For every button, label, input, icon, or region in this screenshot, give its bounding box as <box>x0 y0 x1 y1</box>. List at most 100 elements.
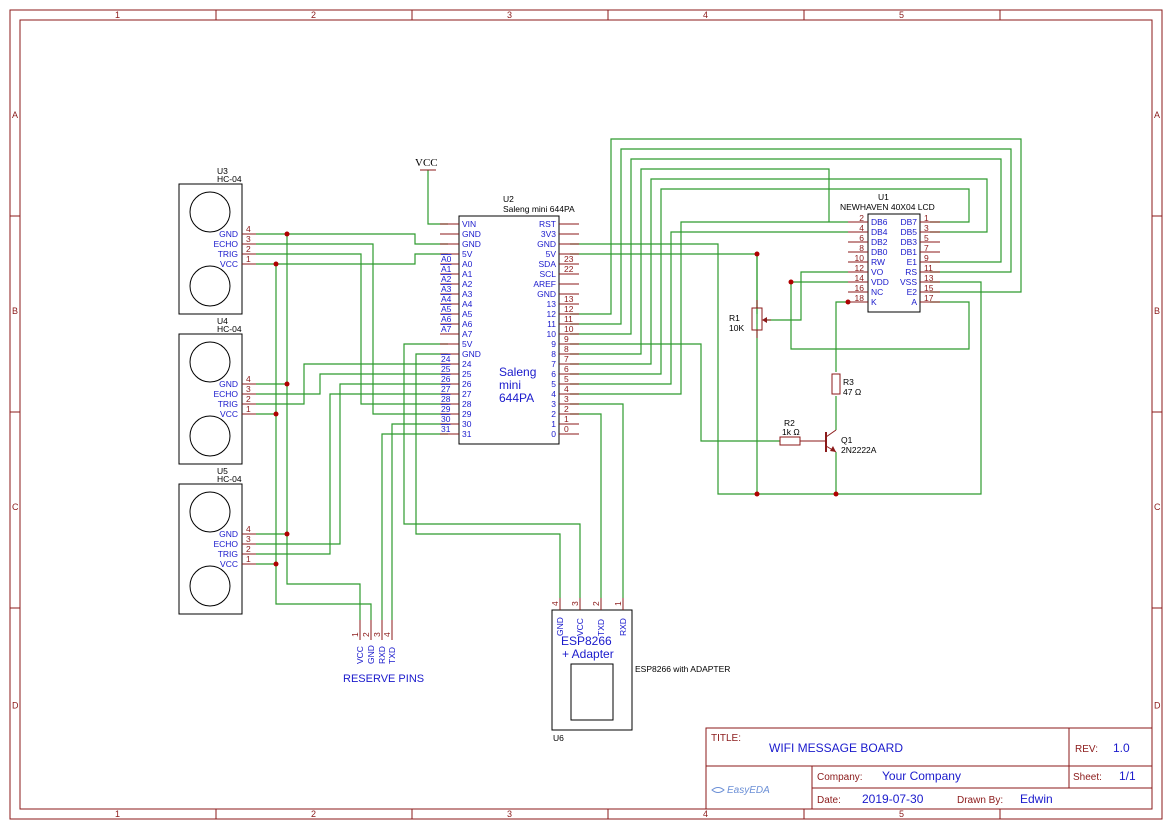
mcu-right-pin-number: 4 <box>564 384 569 394</box>
lcd-left-pin-number: 12 <box>855 263 865 273</box>
mcu-left-pin-name: A3 <box>462 289 473 299</box>
drawn-by-label: Drawn By: <box>957 795 1003 806</box>
sensor-pin-number: 1 <box>246 554 251 564</box>
frame-column-bottom-4: 4 <box>703 809 708 819</box>
lcd-right-pin-number: 5 <box>924 233 929 243</box>
lcd-left-pin-number: 4 <box>859 223 864 233</box>
mcu-right-pin-name: 3 <box>551 399 556 409</box>
lcd-left-pin-name: DB0 <box>871 247 888 257</box>
mcu-left-pin-name: A4 <box>462 299 473 309</box>
mcu-left-pin-number: A5 <box>441 304 452 314</box>
mcu-left-pin-name: A0 <box>462 259 473 269</box>
mcu-right-pin-name: 11 <box>547 319 556 329</box>
r2-ref: R2 <box>784 418 795 428</box>
mcu-right-pin-name: RST <box>539 219 556 229</box>
mcu-right-pin-number: 0 <box>564 424 569 434</box>
mcu-left-pin-number: A1 <box>441 264 452 274</box>
esp-pin-number: 3 <box>570 601 580 606</box>
date-label: Date: <box>817 795 841 806</box>
mcu-right-pin-name: GND <box>537 289 556 299</box>
mcu-right-pin-name: 4 <box>551 389 556 399</box>
mcu-right-pin-name: 3V3 <box>541 229 556 239</box>
mcu-body-line1: Saleng <box>499 365 536 379</box>
mcu-left-pin-number: A7 <box>441 324 452 334</box>
sensor-pin-name: VCC <box>220 559 238 569</box>
mcu-right-pin-name: 13 <box>547 299 557 309</box>
vcc-power-symbol: VCC <box>415 157 438 171</box>
lcd-right-pin-name: VSS <box>900 277 917 287</box>
sensor-pin-number: 2 <box>246 394 251 404</box>
frame-column-3: 3 <box>507 10 512 20</box>
mcu-left-pin-name: 27 <box>462 389 472 399</box>
mcu-right-pin-number: 2 <box>564 404 569 414</box>
reserve-pin-name: RXD <box>377 646 387 664</box>
lcd-right-pin-number: 11 <box>924 263 933 273</box>
reserve-pin-number: 1 <box>350 632 360 637</box>
mcu-right-pin-name: 2 <box>551 409 556 419</box>
esp-title-line1: ESP8266 <box>561 634 612 648</box>
esp-pin-name: TXD <box>596 619 606 636</box>
mcu-left-pin-name: A5 <box>462 309 473 319</box>
lcd-left-pin-number: 14 <box>855 273 865 283</box>
mcu-right-pin-number: 8 <box>564 344 569 354</box>
lcd-right-pin-number: 7 <box>924 243 929 253</box>
company-value: Your Company <box>882 769 961 783</box>
mcu-right-pin-number: 5 <box>564 374 569 384</box>
frame-row-right-C: C <box>1154 502 1161 512</box>
r1-value: 10K <box>729 323 744 333</box>
lcd-left-pin-name: DB2 <box>871 237 888 247</box>
lcd-left-pin-name: NC <box>871 287 883 297</box>
transistor-q1: Q1 2N2222A <box>816 429 877 455</box>
mcu-left-pin-name: A1 <box>462 269 473 279</box>
lcd-right-pin-name: E2 <box>907 287 918 297</box>
mcu-right-pin-number: 11 <box>564 314 573 324</box>
mcu-left-pins: VINGNDGND5VA0A0A1A1A2A2A3A3A4A4A5A5A6A6A… <box>440 219 481 439</box>
reserve-pin-name: GND <box>366 645 376 664</box>
mcu-left-pin-number: A3 <box>441 284 452 294</box>
mcu-right-pin-name: 8 <box>551 349 556 359</box>
mcu-left-pin-name: 24 <box>462 359 472 369</box>
mcu-left-pin-name: 26 <box>462 379 472 389</box>
sensor-value: HC-04 <box>217 474 242 484</box>
mcu-left-pin-name: 5V <box>462 249 473 259</box>
mcu-ref: U2 <box>503 194 514 204</box>
reserve-pin-name: VCC <box>355 646 365 664</box>
mcu-left-pin-name: 30 <box>462 419 472 429</box>
lcd-left-pin-name: DB6 <box>871 217 888 227</box>
sensor-pin-name: GND <box>219 229 238 239</box>
sensor-pin-number: 4 <box>246 224 251 234</box>
sensor-pin-name: ECHO <box>213 239 238 249</box>
potentiometer-r1: R1 10K <box>729 300 771 338</box>
sensor-pin-name: VCC <box>220 409 238 419</box>
lcd-right-pin-name: DB5 <box>900 227 917 237</box>
mcu-left-pin-name: VIN <box>462 219 476 229</box>
mcu-left-pin-name: GND <box>462 229 481 239</box>
mcu-right-pin-name: 12 <box>547 309 557 319</box>
reserve-pin-number: 3 <box>372 632 382 637</box>
lcd-right-pin-name: DB7 <box>900 217 917 227</box>
easyeda-logo: EasyEDA <box>711 785 770 796</box>
sensor-pin-name: VCC <box>220 259 238 269</box>
mcu-right-pin-name: 7 <box>551 359 556 369</box>
frame-column-2: 2 <box>311 10 316 20</box>
rev-value: 1.0 <box>1113 741 1130 755</box>
wires <box>256 138 1022 620</box>
sensor-pin-name: GND <box>219 379 238 389</box>
mcu-left-pin-name: A6 <box>462 319 473 329</box>
sheet-value: 1/1 <box>1119 769 1136 783</box>
sensor-pin-number: 3 <box>246 384 251 394</box>
lcd-right-pin-number: 3 <box>924 223 929 233</box>
esp-pin-number: 4 <box>550 601 560 606</box>
lcd-left-pin-number: 10 <box>855 253 865 263</box>
q1-value: 2N2222A <box>841 445 877 455</box>
lcd-left-pin-number: 16 <box>855 283 865 293</box>
sensor-pin-number: 4 <box>246 524 251 534</box>
frame-row-D: D <box>12 701 19 711</box>
mcu-right-pin-name: 9 <box>551 339 556 349</box>
